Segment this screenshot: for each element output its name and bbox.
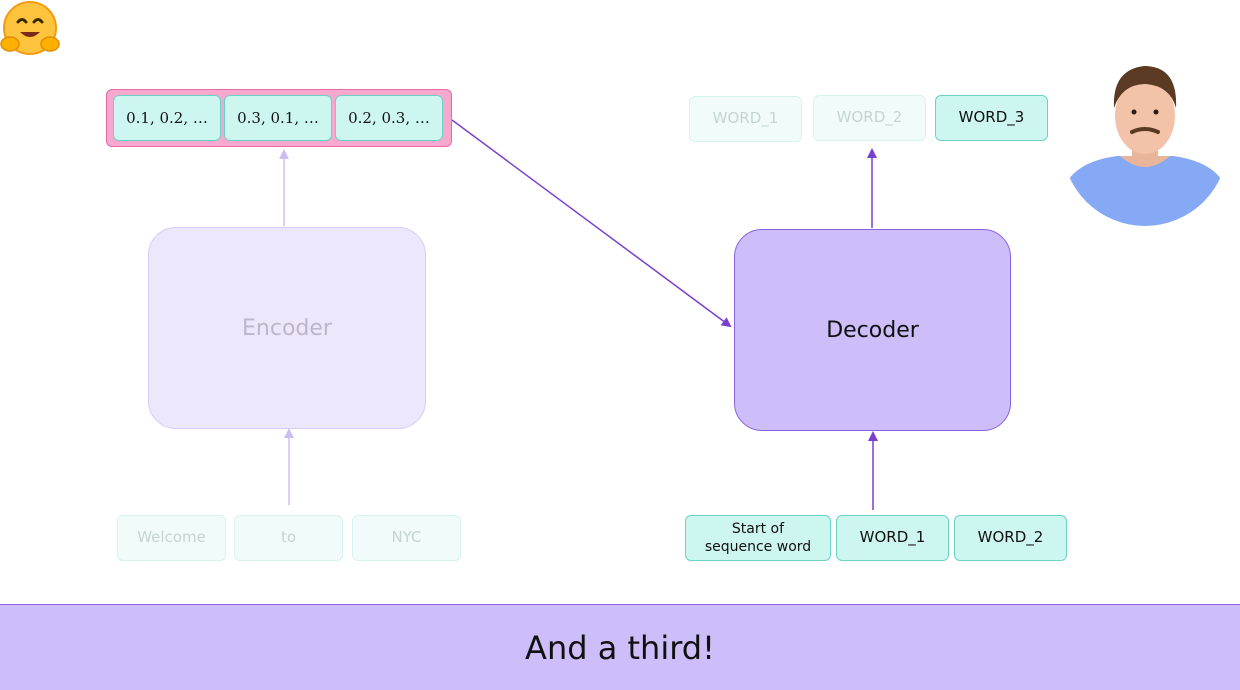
presenter-webcam-icon <box>1062 52 1228 226</box>
decoder-block: Decoder <box>734 229 1011 431</box>
hugging-face-logo-icon <box>0 0 64 60</box>
encoder-input-token: to <box>234 515 343 561</box>
encoder-input-token: Welcome <box>117 515 226 561</box>
encoder-input-token: NYC <box>352 515 461 561</box>
encoder-output-vector-container: 0.1, 0.2, … 0.3, 0.1, … 0.2, 0.3, … <box>106 89 452 147</box>
decoder-input-token: WORD_2 <box>954 515 1067 561</box>
encoder-output-vector-1: 0.1, 0.2, … <box>113 95 221 141</box>
decoder-input-token-start: Start of sequence word <box>685 515 831 561</box>
encoder-output-vector-2: 0.3, 0.1, … <box>224 95 332 141</box>
connection-arrows <box>279 119 878 510</box>
decoder-output-token-current: WORD_3 <box>935 95 1048 141</box>
encoder-output-vector-3: 0.2, 0.3, … <box>335 95 443 141</box>
caption-bar: And a third! <box>0 604 1240 690</box>
arrow-vectors-to-decoder <box>451 119 732 328</box>
decoder-output-token: WORD_2 <box>813 95 926 141</box>
decoder-input-token: WORD_1 <box>836 515 949 561</box>
encoder-block: Encoder <box>148 227 426 429</box>
decoder-output-token: WORD_1 <box>689 96 802 142</box>
caption-text: And a third! <box>525 628 715 667</box>
